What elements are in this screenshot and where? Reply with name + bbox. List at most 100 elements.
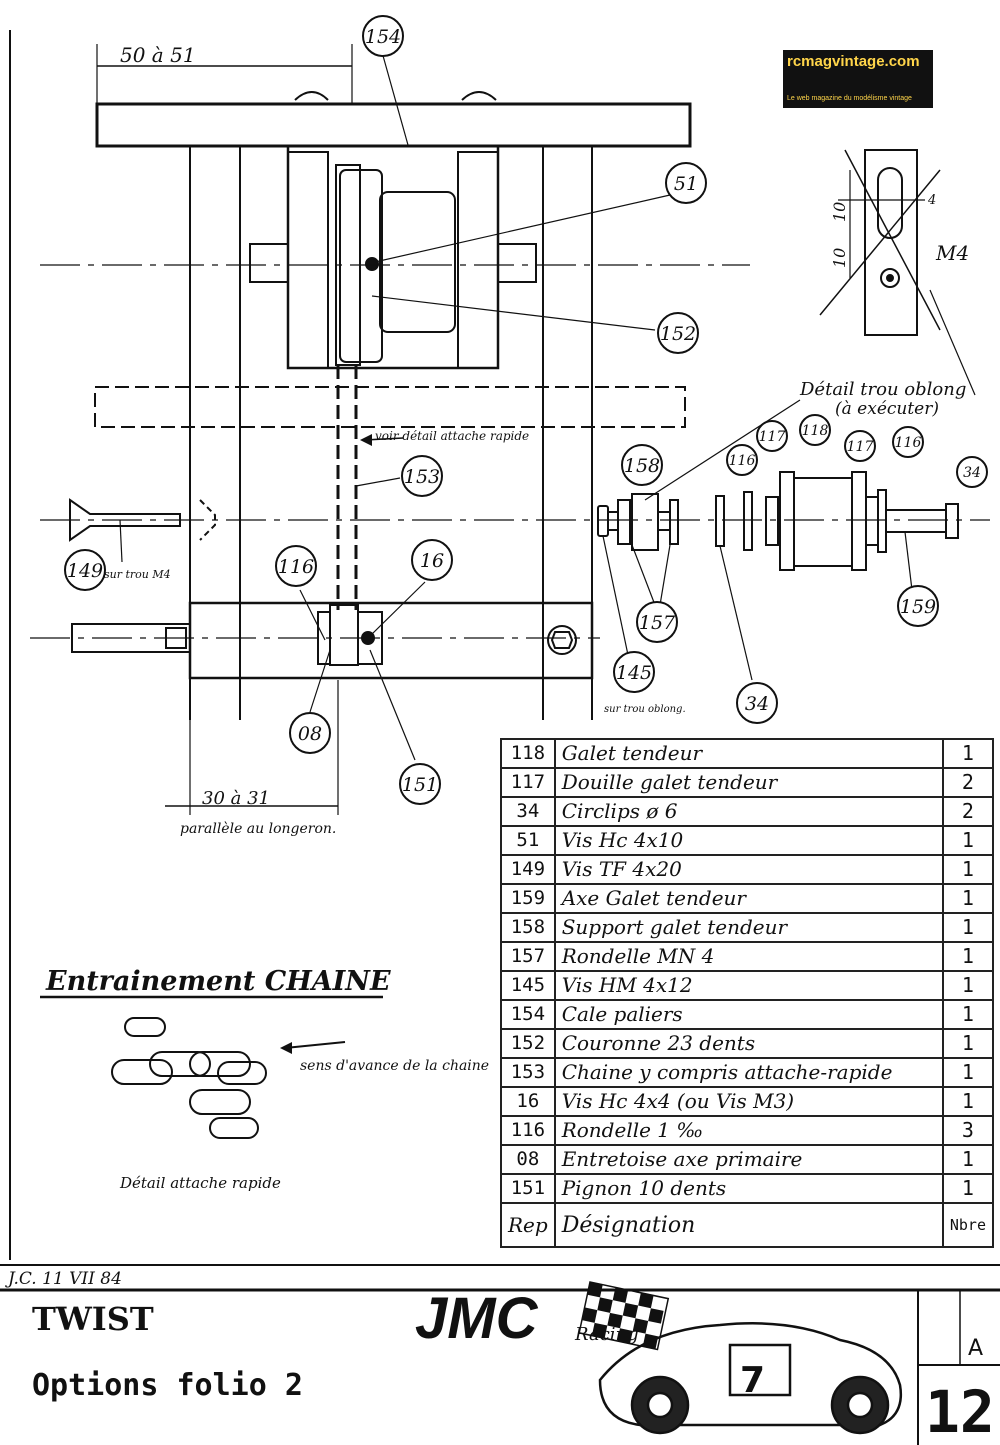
bom-designation: Support galet tendeur: [553, 912, 944, 943]
bom-header-designation: Désignation: [553, 1202, 944, 1248]
callout-circle: [665, 162, 707, 204]
bom-rep: 16: [500, 1086, 556, 1117]
bom-qty: 1: [941, 1057, 995, 1088]
bom-rep: 158: [500, 912, 556, 943]
callout-label: 116: [278, 556, 314, 578]
bom-header-rep: Rep: [500, 1202, 556, 1248]
on-hole-m4: sur trou M4: [104, 568, 171, 581]
callout-circle: [289, 712, 331, 754]
callout-label: 157: [639, 612, 676, 634]
bom-qty: 1: [941, 1028, 995, 1059]
m4-label: M4: [935, 241, 969, 265]
callout-label: 117: [847, 439, 874, 455]
revision-letter: A: [968, 1336, 983, 1361]
bom-designation: Axe Galet tendeur: [553, 883, 944, 914]
callout-circle: [362, 15, 404, 57]
bom-rep: 157: [500, 941, 556, 972]
bom-qty: 1: [941, 738, 995, 769]
callout-circle: [756, 420, 788, 452]
watermark-badge: rcmagvintage.com Le web magazine du modé…: [783, 50, 933, 108]
bom-qty: 1: [941, 825, 995, 856]
callout-circle: [275, 545, 317, 587]
chain-direction: sens d'avance de la chaine: [300, 1058, 489, 1074]
brand-logo: JMC: [415, 1286, 539, 1351]
callout-label: 34: [963, 465, 981, 481]
dim-bottom: 30 à 31: [202, 788, 270, 809]
dim-10b: 10: [830, 248, 849, 268]
callout-circle: [956, 456, 988, 488]
callout-label: 158: [624, 455, 660, 477]
bom-designation: Galet tendeur: [553, 738, 944, 769]
callout-circle: [799, 414, 831, 446]
callout-label: 159: [900, 596, 936, 618]
sheet-number: 12: [925, 1378, 995, 1445]
dim-4: 4: [927, 193, 936, 208]
quick-link-detail: Détail attache rapide: [119, 1174, 281, 1192]
bom-designation: Vis Hc 4x10: [553, 825, 944, 856]
bom-rep: 117: [500, 767, 556, 798]
bom-designation: Pignon 10 dents: [553, 1173, 944, 1204]
buggy-illustration: [598, 1322, 903, 1435]
bom-qty: 1: [941, 854, 995, 885]
callout-label: 51: [674, 173, 698, 195]
bom-header-qty: Nbre: [941, 1202, 995, 1248]
bom-qty: 1: [941, 941, 995, 972]
callout-circle: [613, 651, 655, 693]
callout-circle: [399, 763, 441, 805]
note-parallel: parallèle au longeron.: [180, 821, 336, 837]
callout-label: 118: [802, 423, 829, 439]
chain-drive-title: Entrainement CHAINE: [45, 966, 391, 997]
bom-designation: Vis Hc 4x4 (ou Vis M3): [553, 1086, 944, 1117]
callout-label: 154: [365, 26, 401, 48]
callout-label: 08: [298, 723, 322, 745]
bom-qty: 1: [941, 1173, 995, 1204]
callout-circle: [411, 539, 453, 581]
bom-rep: 159: [500, 883, 556, 914]
bom-qty: 1: [941, 999, 995, 1030]
on-oblong: sur trou oblong.: [604, 704, 686, 715]
callout-circle: [844, 430, 876, 462]
bom-rep: 51: [500, 825, 556, 856]
callout-label: 16: [420, 550, 444, 572]
bom-rep: 118: [500, 738, 556, 769]
bom-designation: Cale paliers: [553, 999, 944, 1030]
dim-10a: 10: [830, 202, 849, 222]
bom-rep: 116: [500, 1115, 556, 1146]
callout-circle: [892, 426, 924, 458]
bom-rep: 151: [500, 1173, 556, 1204]
bom-qty: 1: [941, 1086, 995, 1117]
bom-qty: 3: [941, 1115, 995, 1146]
author-date: J.C. 11 VII 84: [5, 1269, 122, 1289]
car-number: 7: [740, 1360, 765, 1401]
bom-qty: 1: [941, 912, 995, 943]
bom-qty: 2: [941, 796, 995, 827]
bom-designation: Douille galet tendeur: [553, 767, 944, 798]
bom-rep: 34: [500, 796, 556, 827]
checkered-flag-icon: [578, 1281, 670, 1351]
callout-label: 145: [616, 662, 652, 684]
callout-circle: [657, 312, 699, 354]
bom-rep: 149: [500, 854, 556, 885]
bom-header-row: Rep Désignation Nbre: [500, 1202, 995, 1248]
callout-label: 116: [895, 435, 922, 451]
bom-designation: Vis TF 4x20: [553, 854, 944, 885]
bom-designation: Circlips ø 6: [553, 796, 944, 827]
callout-circle: [636, 601, 678, 643]
bom-qty: 1: [941, 970, 995, 1001]
note-quick-link: voir détail attache rapide: [375, 429, 529, 443]
detail-hole-label: Détail trou oblong: [799, 379, 966, 400]
callout-label: 149: [67, 560, 103, 582]
